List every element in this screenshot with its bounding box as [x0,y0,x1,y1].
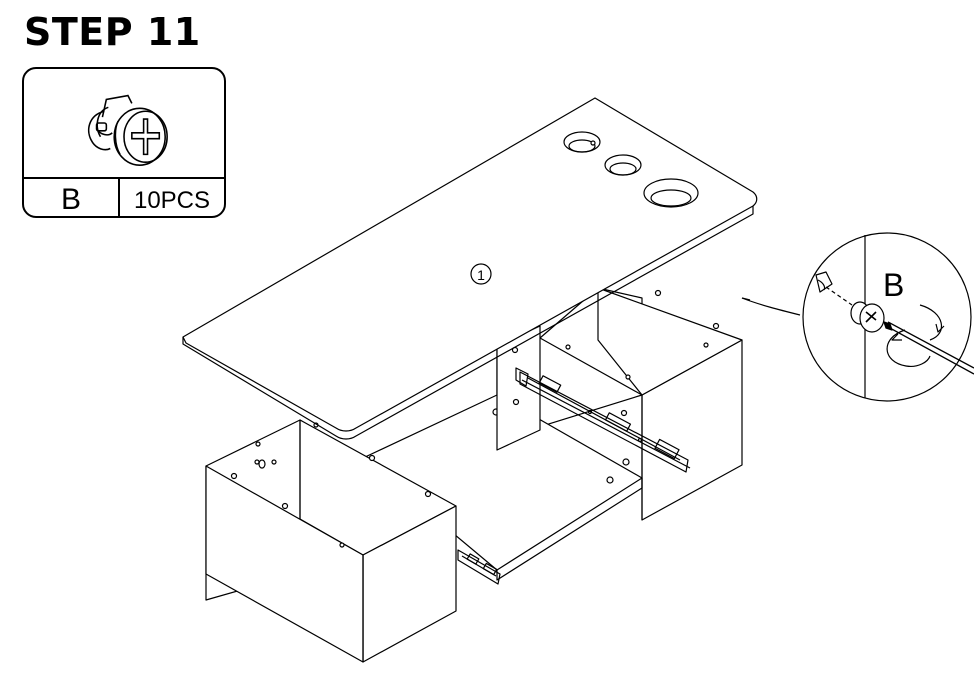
parts-legend-box: B 10PCS [22,67,226,218]
detail-label: B [883,267,904,303]
cam-lock-detail [815,271,885,333]
left-cabinet [205,419,457,663]
part-quantity: 10PCS [133,187,211,214]
panel-number-label: 1 [477,267,485,283]
step-title: STEP 11 [24,10,201,54]
screwdriver-icon [883,321,974,375]
rotation-arrow-icon [886,304,945,367]
cam-lock-fitting-icon [87,94,168,166]
drawer-slide-left [457,549,501,585]
top-panel [182,97,758,440]
part-id: B [24,179,120,216]
drawer-slide-right [515,367,691,473]
parts-legend-row: B 10PCS [24,177,224,216]
